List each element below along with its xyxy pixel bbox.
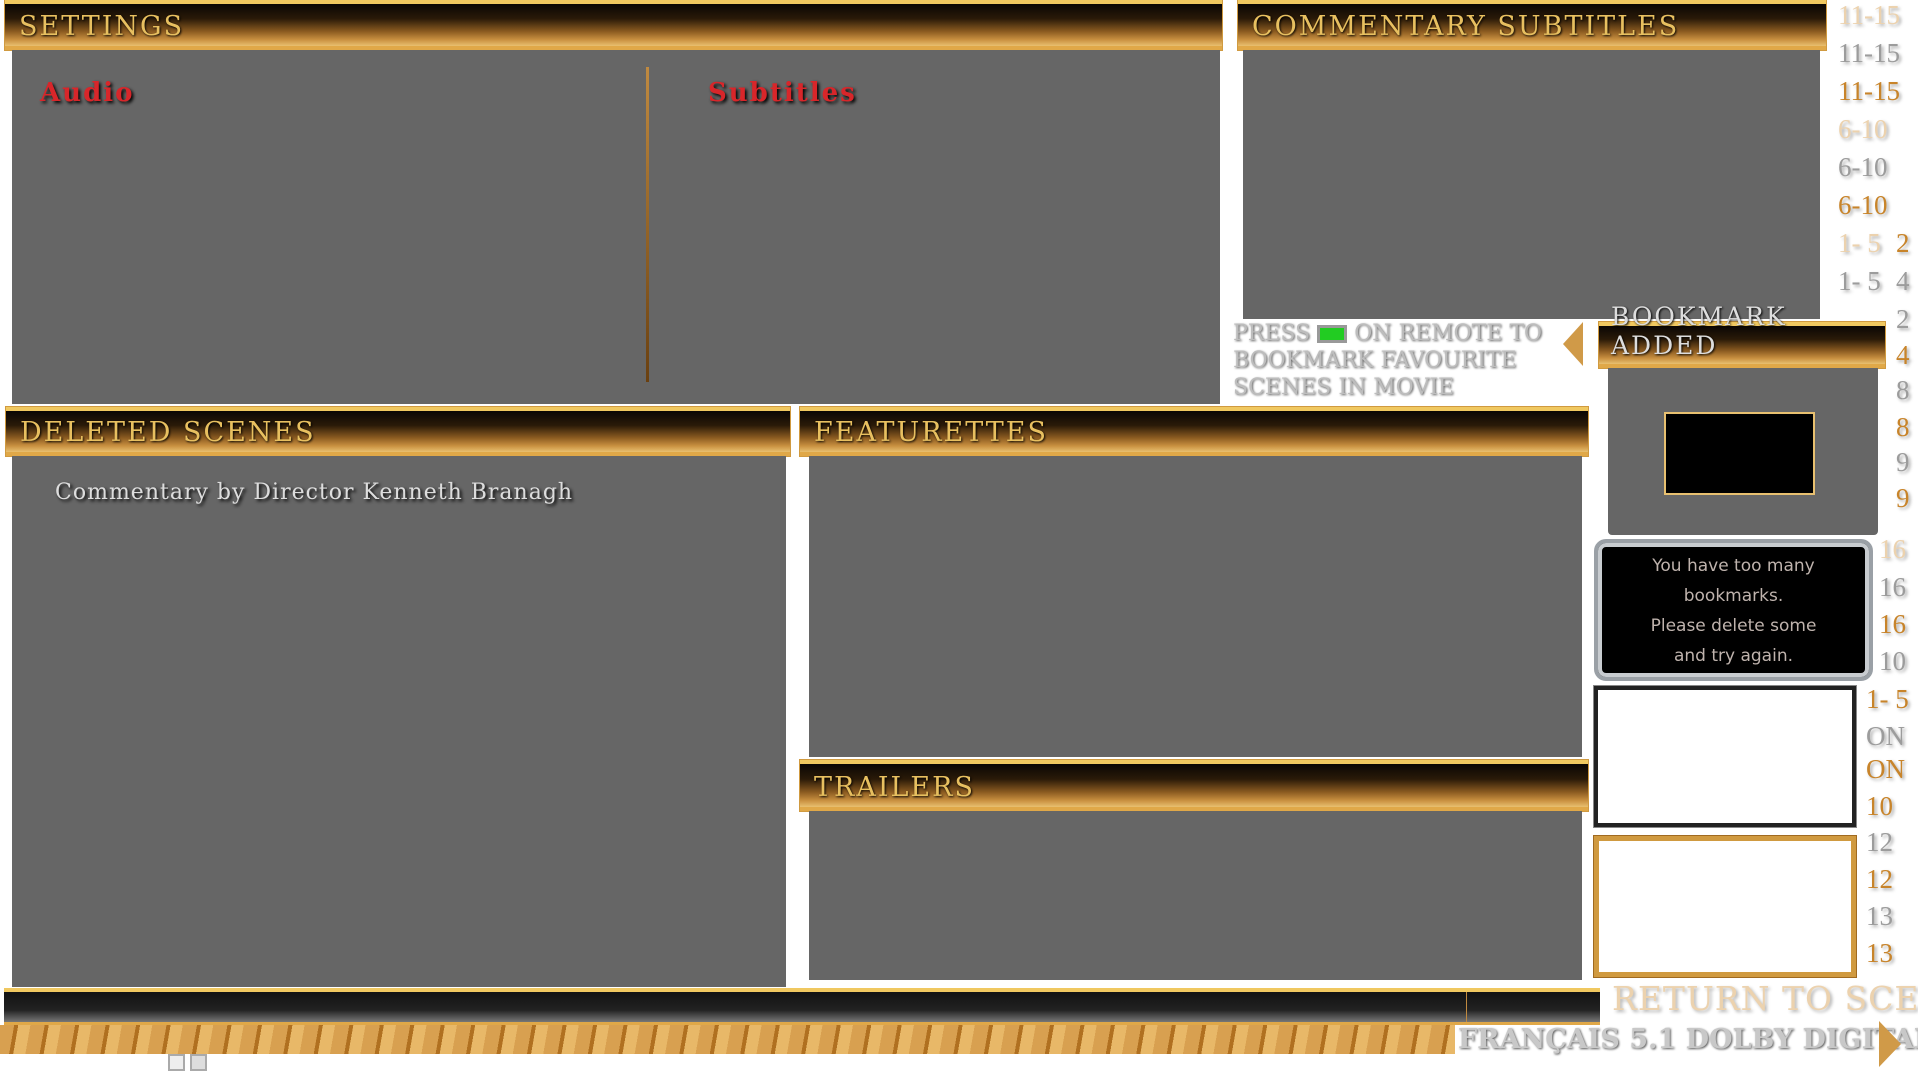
trailers-header: Trailers: [800, 760, 1588, 811]
green-button-icon: [1317, 325, 1348, 343]
bookmark-added-panel: [1608, 368, 1878, 535]
error-line: bookmarks.: [1683, 586, 1784, 606]
commentary-subtitles-panel: [1243, 50, 1820, 319]
hint-text: on remote to bookmark favourite scenes i…: [1233, 321, 1543, 400]
number-sprite: 13: [1866, 901, 1893, 931]
hint-press: Press: [1233, 321, 1311, 346]
trailers-title: Trailers: [814, 772, 975, 803]
number-sprite: 2: [1896, 304, 1910, 334]
audio-track-label[interactable]: Français 5.1 Dolby Digital: [1458, 1024, 1918, 1055]
deleted-scenes-title: Deleted Scenes: [20, 417, 316, 448]
number-sprite: 12: [1866, 864, 1893, 894]
number-sprite: 6-10: [1838, 114, 1888, 144]
number-sprite: 16: [1879, 572, 1906, 602]
number-sprite: 6-10: [1838, 152, 1888, 182]
number-sprite: 9: [1896, 483, 1910, 513]
column-divider: [646, 67, 649, 382]
featurettes-header: Featurettes: [800, 407, 1588, 456]
selection-frame-gold[interactable]: [1594, 836, 1856, 977]
bookmark-added-header: Bookmark Added: [1599, 302, 1885, 368]
bookmark-thumbnail: [1664, 412, 1815, 495]
ornamental-strip: [0, 1025, 1455, 1054]
error-line: and try again.: [1673, 646, 1794, 666]
number-sprite: 1- 5: [1838, 228, 1881, 258]
number-sprite: 2: [1896, 228, 1910, 258]
subtitles-label[interactable]: Subtitles: [708, 78, 857, 108]
progress-divider: [1466, 992, 1467, 1022]
square-icon: [168, 1054, 185, 1071]
p-icon: [190, 1054, 207, 1071]
number-sprite: 11-15: [1838, 38, 1900, 68]
number-sprite: ON: [1866, 754, 1905, 784]
deleted-scenes-header: Deleted Scenes: [6, 407, 790, 456]
number-sprite: 4: [1896, 266, 1910, 296]
number-sprite: ON: [1866, 721, 1905, 751]
commentary-item[interactable]: Commentary by Director Kenneth Branagh: [55, 480, 574, 505]
deleted-scenes-panel: Commentary by Director Kenneth Branagh: [12, 456, 786, 987]
number-sprite: 11-15: [1838, 76, 1900, 106]
arrow-right-icon[interactable]: [1879, 1021, 1901, 1067]
return-to-scenes-button[interactable]: Return to Scenes: [1612, 979, 1918, 1018]
bookmark-hint: Press on remote to bookmark favourite sc…: [1233, 320, 1561, 401]
number-sprite: 10: [1866, 791, 1893, 821]
error-line: Please delete some: [1650, 616, 1817, 636]
number-sprite: 11-15: [1838, 0, 1900, 30]
number-sprite: 13: [1866, 938, 1893, 968]
settings-panel: Audio Subtitles: [12, 50, 1220, 404]
settings-header: Settings: [5, 0, 1222, 50]
arrow-left-icon[interactable]: [1563, 322, 1583, 366]
featurettes-title: Featurettes: [814, 417, 1048, 448]
selection-frame-silver[interactable]: [1594, 686, 1856, 827]
number-sprite: 4: [1896, 340, 1910, 370]
number-sprite: 8: [1896, 412, 1910, 442]
commentary-subtitles-header: Commentary Subtitles: [1238, 0, 1826, 50]
number-sprite: 1- 5: [1838, 266, 1881, 296]
settings-title: Settings: [19, 11, 185, 42]
number-sprite: 1- 5: [1866, 684, 1909, 714]
number-sprite: 16: [1879, 609, 1906, 639]
number-sprite: 12: [1866, 827, 1893, 857]
number-sprite: 8: [1896, 375, 1910, 405]
number-sprite: 16: [1879, 534, 1906, 564]
error-line: You have too many: [1652, 556, 1815, 576]
featurettes-panel: [809, 456, 1582, 757]
bookmark-added-title: Bookmark Added: [1611, 302, 1787, 360]
number-sprite: 10: [1879, 646, 1906, 676]
error-dialog: You have too many bookmarks. Please dele…: [1594, 539, 1873, 681]
progress-bar[interactable]: [4, 988, 1600, 1025]
number-sprite: 6-10: [1838, 190, 1888, 220]
number-sprite: 9: [1896, 447, 1910, 477]
trailers-panel: [809, 811, 1582, 980]
audio-label[interactable]: Audio: [40, 78, 135, 108]
commentary-subtitles-title: Commentary Subtitles: [1252, 11, 1680, 42]
